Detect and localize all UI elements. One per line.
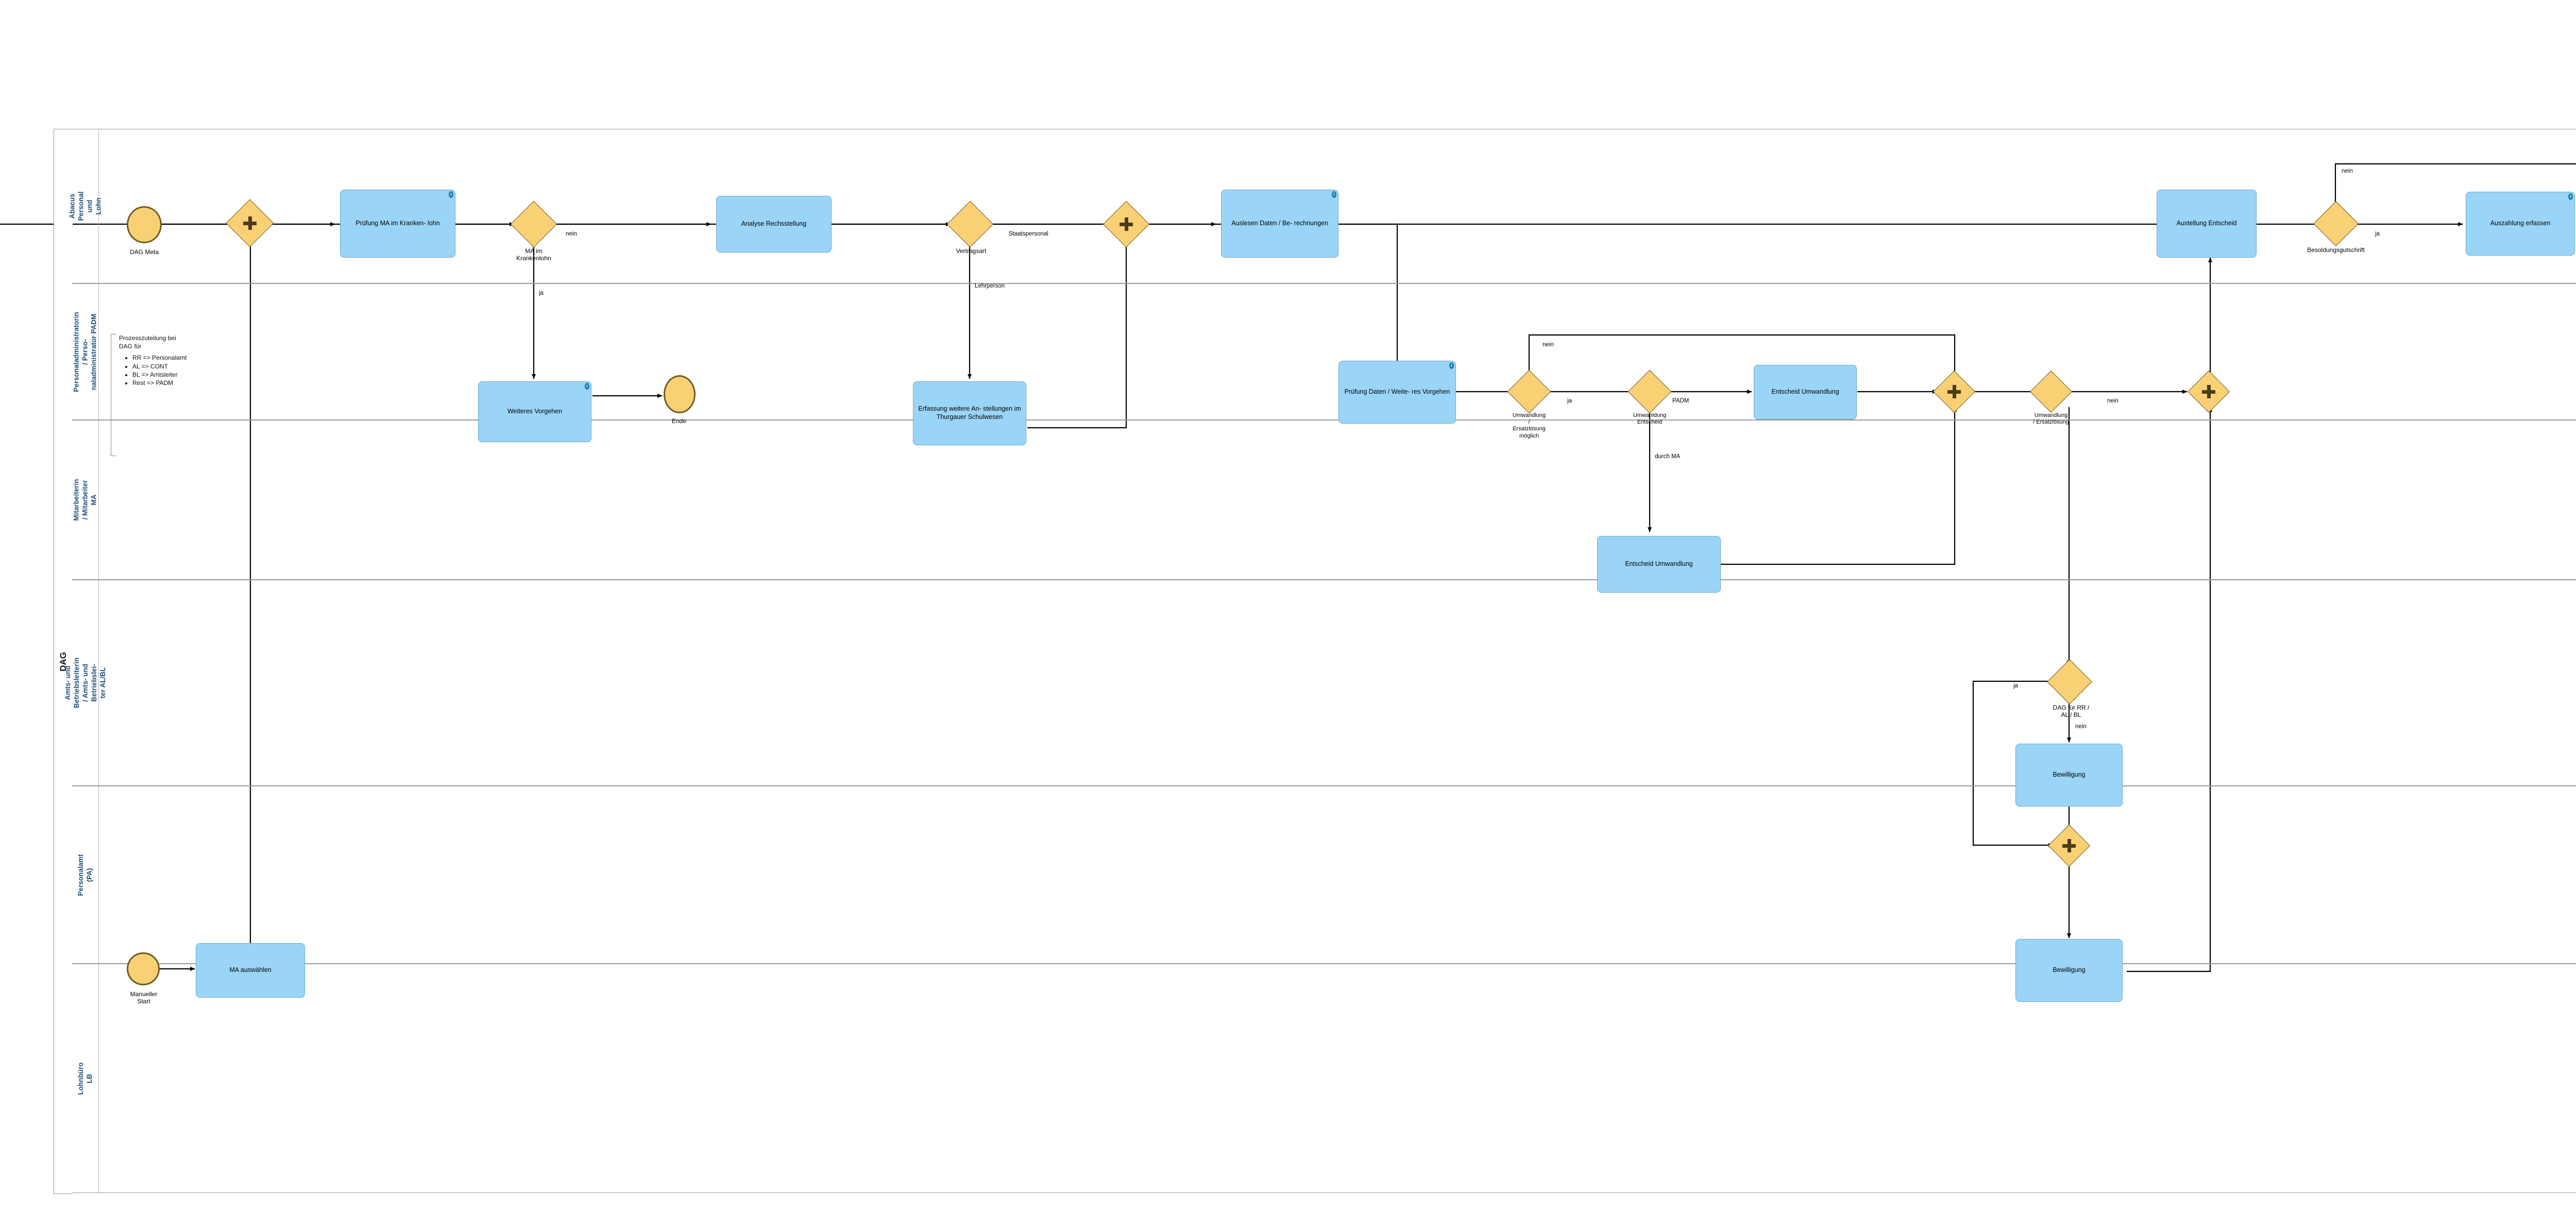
gateway-ma-im-krankenlohn-label: MA im Krankenlohn [516, 247, 551, 262]
end-event-ende-label: Ende [671, 417, 687, 425]
info-icon: i [449, 191, 453, 198]
task-label: Austellung Entscheid [2176, 220, 2237, 227]
edge-label-nein-krankenlohn: nein [566, 231, 577, 237]
lane-label-abacus: Abacus Personal und Lohn [67, 191, 102, 221]
annotation-item: AL => CONT [132, 362, 240, 371]
edge-label-ja-dag: ja [2013, 683, 2018, 689]
annotation-item: RR => Personalamt [132, 354, 240, 362]
task-pruefung-ma-krankenlohn[interactable]: Prüfung MA im Kranken- lohn i [340, 190, 455, 258]
task-weiteres-vorgehen[interactable]: Weiteres Vorgehen i [478, 381, 591, 442]
lane-label-lb: Lohnbüro LB [76, 1062, 93, 1095]
task-auszahlung-erfassen[interactable]: Auszahlung erfassen i [2466, 192, 2575, 256]
lane-title-pa: Personalamt (PA) [72, 786, 99, 963]
lane-label-ma: Mitarbeiterin / Mitarbeiter MA [72, 479, 97, 521]
lane-lb: Lohnbüro LB [72, 964, 2576, 1193]
gateway-dag-fuer-rr-al-bl-label: DAG für RR / AL / BL [2053, 704, 2090, 719]
info-icon: i [1449, 362, 1454, 369]
task-label: Prüfung Daten / Weite- res Vorgehen [1344, 388, 1450, 396]
start-event-manueller-start[interactable] [127, 952, 160, 985]
lane-abacus: Abacus Personal und Lohn [68, 129, 2576, 283]
task-ma-auswaehlen[interactable]: MA auswählen [196, 943, 305, 998]
task-label: Entscheid Umwandlung [1771, 388, 1839, 396]
gateway-umwandlung-ersatzloesung-label: Umwandlung / Ersatzlösung [2033, 412, 2069, 426]
gateway-besoldungsgutschrift-label: Besoldungsgutschrift [2307, 246, 2365, 254]
edge-label-staatspersonal: Staatspersonal [1009, 231, 1048, 237]
task-pruefung-daten-weiteres-vorgehen[interactable]: Prüfung Daten / Weite- res Vorgehen i [1338, 361, 1456, 424]
start-event-manueller-start-label: Manueller Start [130, 990, 158, 1005]
lane-title-albl: Amts- und Betriebsleiterin / Amts- und B… [63, 580, 106, 785]
edge-label-ja-krankenlohn: ja [539, 290, 544, 296]
edge-label-padm: PADM [1672, 398, 1689, 404]
lane-padm: Personaladministratorin / Perso- naladmi… [72, 283, 2576, 420]
lane-albl: Amts- und Betriebsleiterin / Amts- und B… [63, 580, 2576, 786]
end-event-ende[interactable] [664, 375, 696, 413]
task-label: Weiteres Vorgehen [507, 408, 563, 415]
edge-label-durch-ma: durch MA [1655, 454, 1681, 460]
lane-ma: Mitarbeiterin / Mitarbeiter MA [72, 420, 2576, 580]
gateway-vertragsart-label: Vertragsart [956, 247, 987, 255]
lane-title-abacus: Abacus Personal und Lohn [68, 129, 101, 283]
task-erfassung-weitere-anstellungen[interactable]: Erfassung weitere An- stellungen im Thur… [913, 381, 1026, 445]
info-icon: i [1332, 191, 1336, 198]
task-bewilligung-pa[interactable]: Bewilligung [2015, 939, 2123, 1002]
edge-label-nein-ersatzloesung: nein [2107, 398, 2119, 404]
task-analyse-rechsstellung[interactable]: Analyse Rechsstellung [716, 196, 832, 253]
edge-label-lehrperson: Lehrperson [975, 283, 1005, 289]
annotation-list: RR => Personalamt AL => CONT BL => Amtsl… [127, 354, 240, 387]
task-label: Erfassung weitere An- stellungen im Thur… [918, 405, 1021, 421]
annotation-item: Rest => PADM [132, 379, 240, 387]
task-label: Auszahlung erfassen [2490, 220, 2551, 227]
task-entscheid-umwandlung-padm[interactable]: Entscheid Umwandlung [1754, 365, 1857, 419]
start-event-dag-meta-label: DAG Meta [129, 248, 159, 256]
info-icon: i [585, 383, 589, 390]
task-label: Bewilligung [2053, 771, 2086, 779]
edge-label-nein-besoldung: nein [2342, 168, 2353, 174]
gateway-umwandlung-ersatzloesung-moeglich-label: Umwandlung / Ersatzlösung möglich [1512, 412, 1546, 439]
task-label: Bewilligung [2053, 966, 2086, 974]
task-bewilligung-albl[interactable]: Bewilligung [2015, 744, 2123, 807]
pool-dag: DAG Abacus Personal und Lohn Personaladm… [54, 129, 2576, 1194]
edge-label-nein-umwandlung: nein [1543, 342, 1554, 348]
gateway-umwandlung-entscheid-label: Umwanldung Entscheid [1633, 412, 1667, 426]
edge-label-ja-besoldung: ja [2375, 231, 2380, 237]
lane-title-ma: Mitarbeiterin / Mitarbeiter MA [72, 421, 99, 579]
lane-title-lb: Lohnbüro LB [72, 964, 99, 1193]
lane-label-albl: Amts- und Betriebsleiterin / Amts- und B… [63, 657, 106, 709]
task-entscheid-umwandlung-ma[interactable]: Entscheid Umwandlung [1597, 536, 1721, 593]
task-label: Entscheid Umwandlung [1625, 560, 1693, 568]
task-label: Prüfung MA im Kranken- lohn [355, 220, 440, 227]
lane-label-pa: Personalamt (PA) [76, 853, 93, 896]
lane-pa: Personalamt (PA) [72, 786, 2576, 964]
annotation-title: Prozesszuteilung bei DAG für [119, 334, 176, 350]
edge-label-ja-umwandlung: ja [1567, 398, 1572, 404]
edge-label-nein-dag: nein [2075, 724, 2087, 730]
info-icon: i [2568, 193, 2573, 200]
lane-title-padm: Personaladministratorin / Perso- naladmi… [72, 284, 99, 419]
task-label: Analyse Rechsstellung [741, 220, 807, 228]
task-austellung-entscheid[interactable]: Austellung Entscheid [2157, 190, 2257, 258]
annotation-item: BL => Amtsleiter [132, 371, 240, 379]
pool-header: DAG [54, 129, 73, 1194]
start-event-dag-meta[interactable] [127, 206, 162, 243]
task-auslesen-daten-berechnungen[interactable]: Auslesen Daten / Be- rechnungen i [1221, 190, 1338, 258]
task-label: Auslesen Daten / Be- rechnungen [1231, 220, 1328, 227]
lane-label-padm: Personaladministratorin / Perso- naladmi… [72, 311, 97, 392]
annotation-prozesszuteilung: Prozesszuteilung bei DAG für RR => Perso… [111, 334, 240, 456]
task-label: MA auswählen [229, 966, 272, 974]
annotation-bracket [111, 334, 116, 456]
